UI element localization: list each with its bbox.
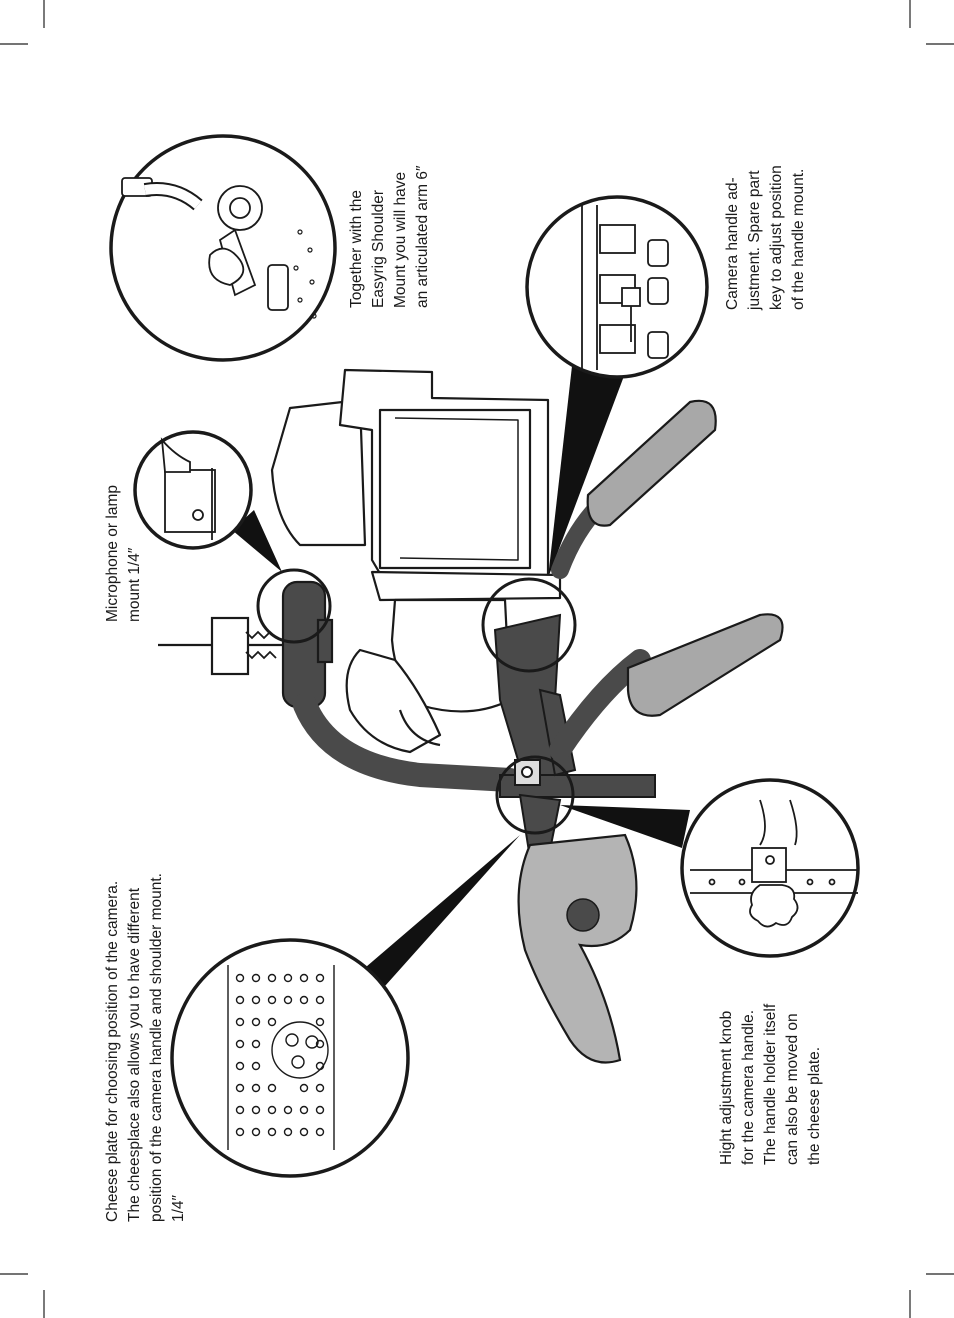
caption-line: can also be moved on: [784, 1013, 801, 1165]
detail-cheese-plate: [170, 938, 410, 1178]
leader-microphone: [232, 510, 282, 572]
caption-line: justment. Spare part: [746, 170, 763, 310]
camera-body: [270, 368, 562, 754]
caption-line: an articulated arm 6″: [414, 165, 431, 308]
caption-line: Camera handle ad-: [724, 177, 741, 310]
highlight-cheese-plate: [495, 755, 575, 835]
caption-line: The handle holder itself: [762, 1003, 779, 1165]
caption-line: Cheese plate for choosing position of th…: [104, 880, 121, 1222]
caption-line: The cheesplace also allows you to have d…: [126, 887, 143, 1222]
caption-line: key to adjust position: [768, 165, 785, 310]
caption-line: Easyrig Shoulder: [370, 189, 387, 308]
caption-line: the cheese plate.: [806, 1046, 823, 1165]
top-handle: [158, 580, 522, 792]
detail-handle-adjustment: [525, 195, 709, 379]
lower-handle-arm: [549, 399, 784, 761]
detail-articulated-arm: [109, 134, 337, 362]
caption-line: Together with the: [348, 189, 365, 308]
detail-microphone-mount: [133, 430, 253, 550]
caption-line: for the camera handle.: [740, 1009, 757, 1165]
detail-height-knob: [680, 778, 860, 958]
caption-line: of the handle mount.: [790, 168, 807, 310]
leader-cheese-plate: [345, 835, 520, 1005]
caption-line: Mount you will have: [392, 171, 409, 308]
caption-line: mount 1/4″: [126, 547, 143, 622]
caption-microphone-mount: Microphone or lamp mount 1/4″: [102, 485, 146, 622]
shoulder-pad: [517, 833, 638, 1064]
caption-line: 1/4″: [170, 1194, 187, 1222]
caption-line: position of the camera handle and should…: [148, 873, 165, 1222]
leader-height-knob: [560, 805, 690, 848]
caption-line: Microphone or lamp: [104, 485, 121, 622]
highlight-mic-mount: [256, 568, 332, 644]
caption-line: Hight adjustment knob: [718, 1010, 735, 1165]
caption-handle-adjustment: Camera handle ad- justment. Spare part k…: [722, 165, 810, 310]
caption-cheese-plate: Cheese plate for choosing position of th…: [102, 873, 190, 1222]
leader-handle-adjustment: [548, 366, 624, 578]
caption-articulated-arm: Together with the Easyrig Shoulder Mount…: [346, 166, 434, 308]
highlight-circles: [256, 568, 577, 835]
highlight-handle-mount: [481, 577, 577, 673]
callout-leaders: [232, 366, 690, 1005]
caption-height-knob: Hight adjustment knob for the camera han…: [716, 1004, 826, 1165]
